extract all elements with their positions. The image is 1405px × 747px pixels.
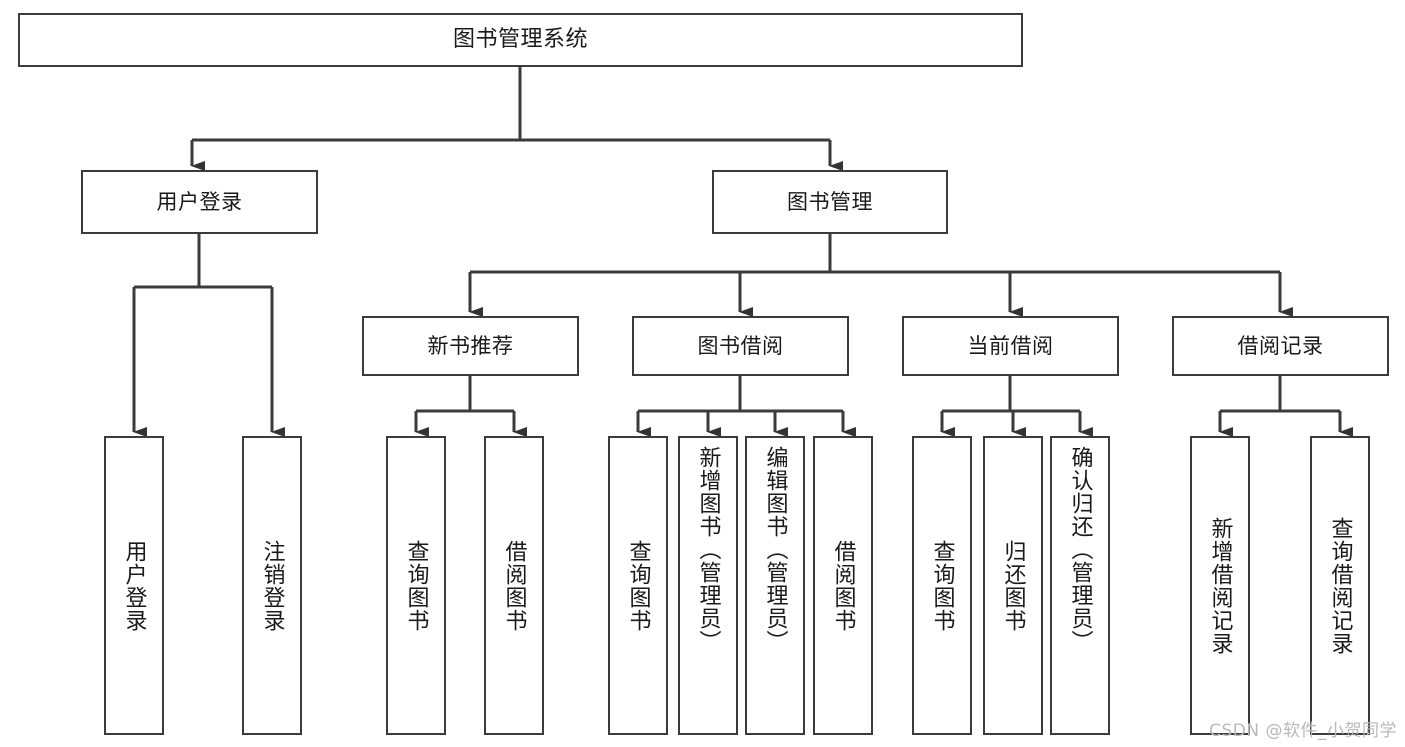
node-new-book-recommendation[interactable]: 新书推荐 xyxy=(362,316,579,376)
leaf-user-login[interactable]: 用户登录 xyxy=(104,436,164,735)
node-label: 归还图书 xyxy=(1000,539,1026,632)
node-label: 新增图书（管理员） xyxy=(695,446,721,653)
leaf-query-books-borrow[interactable]: 查询图书 xyxy=(608,436,668,735)
node-label: 查询借阅记录 xyxy=(1327,516,1353,655)
leaf-edit-book-admin[interactable]: 编辑图书（管理员） xyxy=(745,436,805,735)
node-label: 用户登录 xyxy=(121,539,147,632)
node-book-borrowing[interactable]: 图书借阅 xyxy=(632,316,849,376)
leaf-query-books-rec[interactable]: 查询图书 xyxy=(386,436,446,735)
leaf-add-book-admin[interactable]: 新增图书（管理员） xyxy=(678,436,738,735)
node-label: 借阅图书 xyxy=(501,539,527,632)
node-label: 确认归还（管理员） xyxy=(1067,446,1093,653)
node-label: 图书借阅 xyxy=(697,333,784,358)
node-label: 图书管理系统 xyxy=(452,27,588,53)
node-borrowing-records[interactable]: 借阅记录 xyxy=(1172,316,1389,376)
leaf-return-books[interactable]: 归还图书 xyxy=(983,436,1043,735)
leaf-logout-login[interactable]: 注销登录 xyxy=(242,436,302,735)
node-label: 借阅记录 xyxy=(1237,333,1324,358)
node-label: 用户登录 xyxy=(156,189,243,214)
node-book-management-system[interactable]: 图书管理系统 xyxy=(18,13,1023,67)
leaf-confirm-return[interactable]: 确认归还（管理员） xyxy=(1050,436,1110,735)
node-label: 图书管理 xyxy=(787,189,873,214)
node-label: 注销登录 xyxy=(259,539,285,632)
leaf-borrow-books-rec[interactable]: 借阅图书 xyxy=(484,436,544,735)
node-label: 查询图书 xyxy=(625,539,651,632)
leaf-add-borrow-record[interactable]: 新增借阅记录 xyxy=(1190,436,1250,735)
node-label: 当前借阅 xyxy=(967,333,1054,358)
node-label: 借阅图书 xyxy=(830,539,856,632)
node-current-borrowing[interactable]: 当前借阅 xyxy=(902,316,1119,376)
leaf-borrow-book-borrow[interactable]: 借阅图书 xyxy=(813,436,873,735)
node-label: 查询图书 xyxy=(403,539,429,632)
node-user-login[interactable]: 用户登录 xyxy=(81,170,318,234)
node-label: 查询图书 xyxy=(929,539,955,632)
node-label: 新书推荐 xyxy=(427,333,514,358)
node-book-management[interactable]: 图书管理 xyxy=(712,170,948,234)
node-label: 新增借阅记录 xyxy=(1207,516,1233,655)
leaf-query-books-current[interactable]: 查询图书 xyxy=(912,436,972,735)
leaf-query-borrow-record[interactable]: 查询借阅记录 xyxy=(1310,436,1370,735)
node-label: 编辑图书（管理员） xyxy=(762,446,788,653)
